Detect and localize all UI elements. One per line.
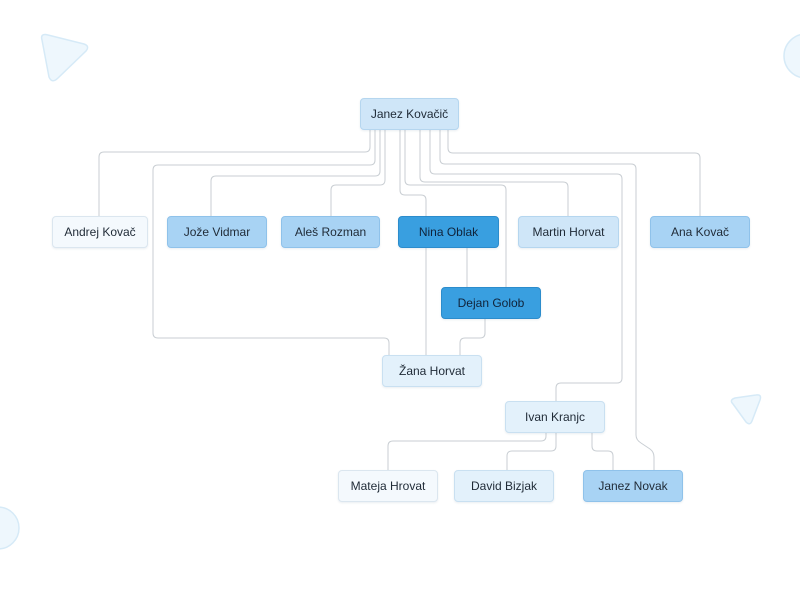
edge-root-nina	[399, 129, 427, 216]
edge-root-joze	[210, 129, 381, 216]
node-dejan-golob[interactable]: Dejan Golob	[441, 287, 541, 319]
node-joze-vidmar[interactable]: Jože Vidmar	[167, 216, 267, 248]
circle-decoration-icon	[0, 506, 20, 550]
node-martin-horvat[interactable]: Martin Horvat	[518, 216, 619, 248]
edge-root-martin	[419, 129, 569, 216]
edge-dejan-zana	[459, 316, 486, 355]
edge-root-andrej	[98, 129, 371, 216]
node-andrej-kovac[interactable]: Andrej Kovač	[52, 216, 148, 248]
edge-ivan-janezn	[591, 430, 614, 470]
node-david-bizjak[interactable]: David Bizjak	[454, 470, 554, 502]
node-zana-horvat[interactable]: Žana Horvat	[382, 355, 482, 387]
edge-root-zana	[152, 129, 390, 355]
node-mateja-hrovat[interactable]: Mateja Hrovat	[338, 470, 438, 502]
edge-root-ivan	[429, 129, 623, 401]
edge-root-janezn	[439, 129, 655, 470]
node-ana-kovac[interactable]: Ana Kovač	[650, 216, 750, 248]
edge-ivan-mateja	[387, 430, 547, 470]
node-nina-oblak[interactable]: Nina Oblak	[398, 216, 499, 248]
edge-root-ana	[447, 129, 701, 216]
edge-root-dejan	[404, 129, 507, 287]
triangle-decoration-icon	[40, 33, 89, 82]
node-janez-novak[interactable]: Janez Novak	[583, 470, 683, 502]
edge-ivan-david	[506, 430, 557, 470]
node-ales-rozman[interactable]: Aleš Rozman	[281, 216, 380, 248]
edge-root-ales	[330, 129, 386, 216]
triangle-decoration-icon	[730, 394, 762, 425]
circle-decoration-icon	[783, 34, 800, 78]
node-ivan-kranjc[interactable]: Ivan Kranjc	[505, 401, 605, 433]
node-janez-kovacic[interactable]: Janez Kovačič	[360, 98, 459, 130]
